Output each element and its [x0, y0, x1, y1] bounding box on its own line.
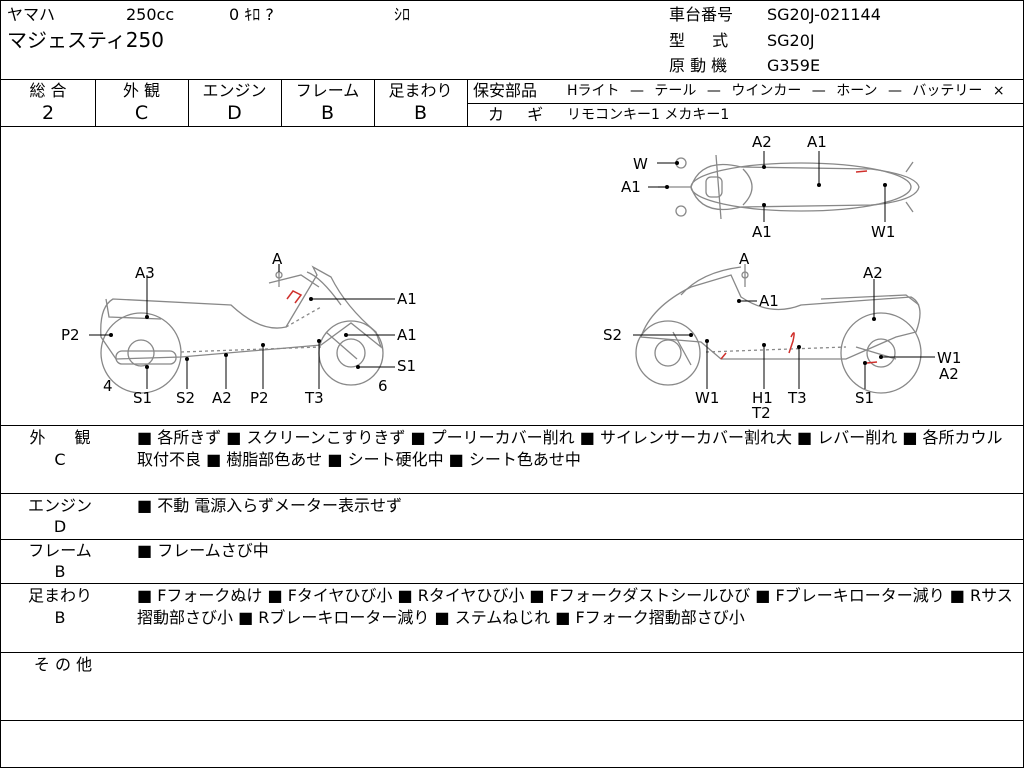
label-left-s1: S1: [397, 357, 416, 375]
parts-label: 保安部品: [473, 81, 538, 100]
frame-label: フレーム: [28, 541, 92, 560]
displacement: 250cc: [126, 5, 175, 24]
suspension-grade: B: [54, 608, 66, 627]
engine-text: ■ 不動 電源入らずメーター表示せず: [137, 496, 402, 515]
label-right-t3: T3: [787, 389, 807, 407]
engine-grade: D: [53, 517, 67, 536]
grade-engine: D: [227, 102, 242, 124]
grade-suspension: B: [413, 102, 428, 124]
label-right-a2: A2: [863, 264, 883, 282]
engine-value: G359E: [767, 56, 821, 75]
grade-header-frame: フレーム: [295, 81, 360, 100]
label-right-a: A: [739, 250, 750, 268]
label-top-a2: A2: [752, 133, 772, 151]
label-right-s1: S1: [855, 389, 874, 407]
exterior-grade: C: [54, 450, 66, 469]
label-left-a: A: [272, 250, 283, 268]
label-right-w1-bottom: W1: [695, 389, 719, 407]
frame-text: ■ フレームさび中: [137, 541, 269, 560]
keys-value: リモコンキー1 メカキー1: [567, 107, 730, 123]
suspension-label: 足まわり: [27, 586, 92, 605]
label-top-a1-upper: A1: [807, 133, 827, 151]
label-left-p2: P2: [61, 326, 80, 344]
label-right-t2: T2: [751, 404, 771, 422]
other-label: そ の 他: [33, 655, 93, 674]
label-right-h1: H1: [752, 389, 773, 407]
label-top-w: W: [633, 155, 648, 173]
grade-frame: B: [320, 102, 335, 124]
grade-exterior: C: [134, 102, 149, 124]
label-left-p2-bottom: P2: [250, 389, 269, 407]
parts-items: Hライト — テール — ウインカー — ホーン — バッテリー ×: [567, 83, 1005, 99]
exterior-text: ■ 各所きず ■ スクリーンこすりきず ■ プーリーカバー削れ ■ サイレンサー…: [137, 428, 1003, 469]
engine-label: エンジン: [27, 496, 92, 515]
grade-header-engine: エンジン: [202, 81, 267, 100]
keys-label: カ ギ: [488, 105, 544, 124]
label-right-a2-lower: A2: [939, 365, 959, 383]
label-right-s2: S2: [603, 326, 622, 344]
grade-header-suspension: 足まわり: [388, 81, 453, 100]
frame-no: SG20J-021144: [767, 5, 881, 24]
label-left-a2: A2: [212, 389, 232, 407]
label-left-s1-bottom: S1: [133, 389, 152, 407]
label-top-a1-lower: A1: [752, 223, 772, 241]
type-label: 型 式: [669, 31, 729, 50]
label-right-a1: A1: [759, 292, 779, 310]
exterior-label: 外 観: [29, 428, 91, 447]
label-left-6: 6: [378, 377, 388, 395]
frame-grade: B: [54, 562, 66, 581]
grade-header-exterior: 外 観: [122, 81, 161, 100]
frame-no-label: 車台番号: [669, 5, 734, 24]
maker: ヤマハ: [7, 5, 56, 24]
color: ｼﾛ: [394, 5, 411, 24]
label-left-a1-lower: A1: [397, 326, 417, 344]
label-left-t3: T3: [304, 389, 324, 407]
label-left-a3: A3: [135, 264, 155, 282]
suspension-text: ■ Fフォークぬけ ■ Fタイヤひび小 ■ Rタイヤひび小 ■ Fフォークダスト…: [137, 586, 1013, 627]
grade-overall: 2: [41, 102, 55, 124]
label-right-w1: W1: [937, 349, 961, 367]
label-left-a1-upper: A1: [397, 290, 417, 308]
type-value: SG20J: [767, 31, 815, 50]
grade-header-overall: 総 合: [29, 81, 67, 100]
damage-diagram: A A3 A1 P2 A1 S1 4 S1 S2 A2 P2 T3 6 A A2…: [61, 133, 961, 422]
mileage: 0 ｷﾛ ?: [229, 5, 274, 24]
engine-label: 原 動 機: [669, 56, 728, 75]
label-top-a1-left: A1: [621, 178, 641, 196]
label-top-w1: W1: [871, 223, 895, 241]
model-name: マジェスティ250: [7, 28, 164, 52]
label-left-4: 4: [103, 377, 113, 395]
label-left-s2: S2: [176, 389, 195, 407]
